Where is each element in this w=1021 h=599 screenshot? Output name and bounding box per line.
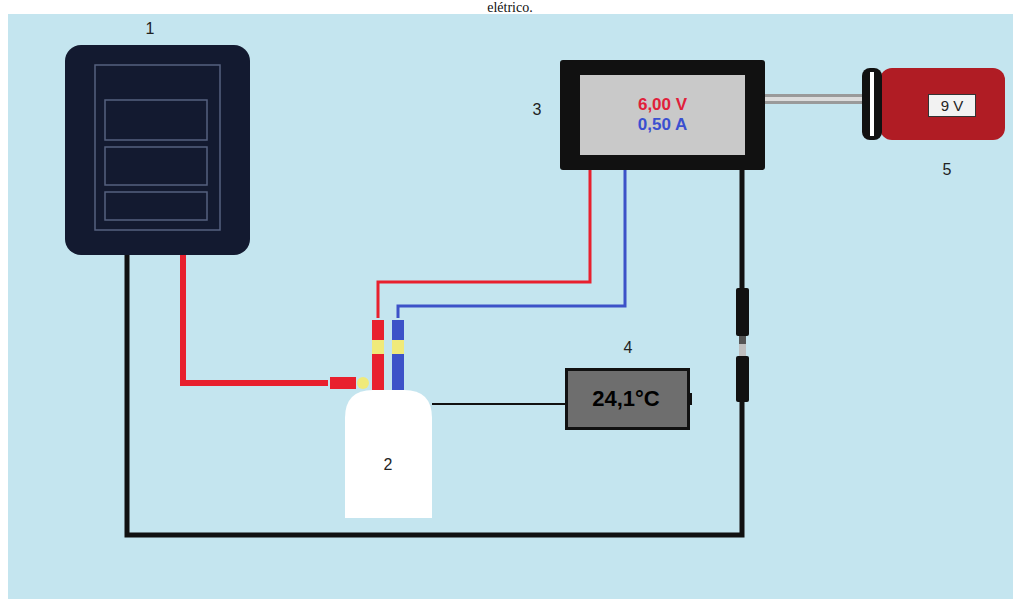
pin	[392, 320, 404, 340]
solar-panel	[65, 45, 250, 255]
callout-holder: 2	[373, 453, 403, 477]
display-panel: 24,1°C	[569, 372, 683, 426]
pin	[372, 320, 384, 340]
thermometer: 424,1°C	[565, 368, 690, 430]
voltage-reading: 6,00 V	[638, 95, 687, 115]
battery-body	[880, 68, 1005, 140]
red-wire	[378, 170, 590, 318]
panel-cell	[105, 192, 207, 220]
callout-holder: 5	[932, 158, 962, 182]
callout-number: 3	[533, 101, 542, 119]
pin	[372, 372, 384, 390]
pin	[372, 354, 384, 372]
solar-panel-outline	[65, 45, 250, 255]
caption-text: elétrico.	[487, 0, 532, 16]
callout-number: 4	[624, 339, 633, 357]
meter-housing	[560, 60, 765, 170]
heater-bottle-outline	[328, 318, 432, 518]
callout-holder: 1	[135, 17, 165, 41]
red-wire	[183, 255, 328, 383]
plug-gap	[739, 344, 746, 356]
plug-pin	[739, 336, 746, 344]
heater-bottle	[345, 390, 432, 518]
cap-highlight	[870, 72, 874, 136]
callout-number: 2	[384, 456, 393, 474]
battery: 59 V	[862, 68, 1005, 140]
panel-frame	[95, 65, 220, 230]
battery-voltage: 9 V	[941, 97, 964, 114]
heater-bottle: 2	[328, 318, 432, 518]
callout-holder: 3	[522, 98, 552, 122]
display-panel: 6,00 V0,50 A	[580, 75, 745, 155]
probe-wire	[432, 403, 565, 405]
side-plug-ferrule	[357, 377, 369, 389]
pin-ferrule	[372, 340, 384, 354]
plug-half	[736, 356, 749, 402]
wire-gap	[765, 97, 862, 101]
panel-cell	[105, 100, 207, 140]
thermometer-housing	[567, 370, 689, 429]
pin-ferrule	[392, 340, 404, 354]
solar-panel: 1	[65, 45, 250, 255]
battery-cap	[862, 68, 882, 140]
thermometer-tab	[687, 393, 692, 405]
plug-half	[736, 288, 749, 336]
caption-fragment: elétrico.	[440, 0, 580, 16]
multimeter: 36,00 V0,50 A	[560, 60, 765, 170]
callout-number: 1	[146, 20, 155, 38]
blue-wire	[398, 170, 625, 318]
display-panel: 9 V	[928, 94, 976, 117]
pin	[392, 372, 404, 390]
temperature-reading: 24,1°C	[592, 386, 660, 411]
callout-holder: 4	[613, 336, 643, 360]
current-reading: 0,50 A	[638, 115, 687, 135]
background-panel	[8, 14, 1013, 599]
battery-lead	[765, 94, 862, 104]
pin	[392, 354, 404, 372]
side-plug	[330, 377, 356, 389]
callout-number: 5	[943, 161, 952, 179]
panel-cell	[105, 147, 207, 185]
